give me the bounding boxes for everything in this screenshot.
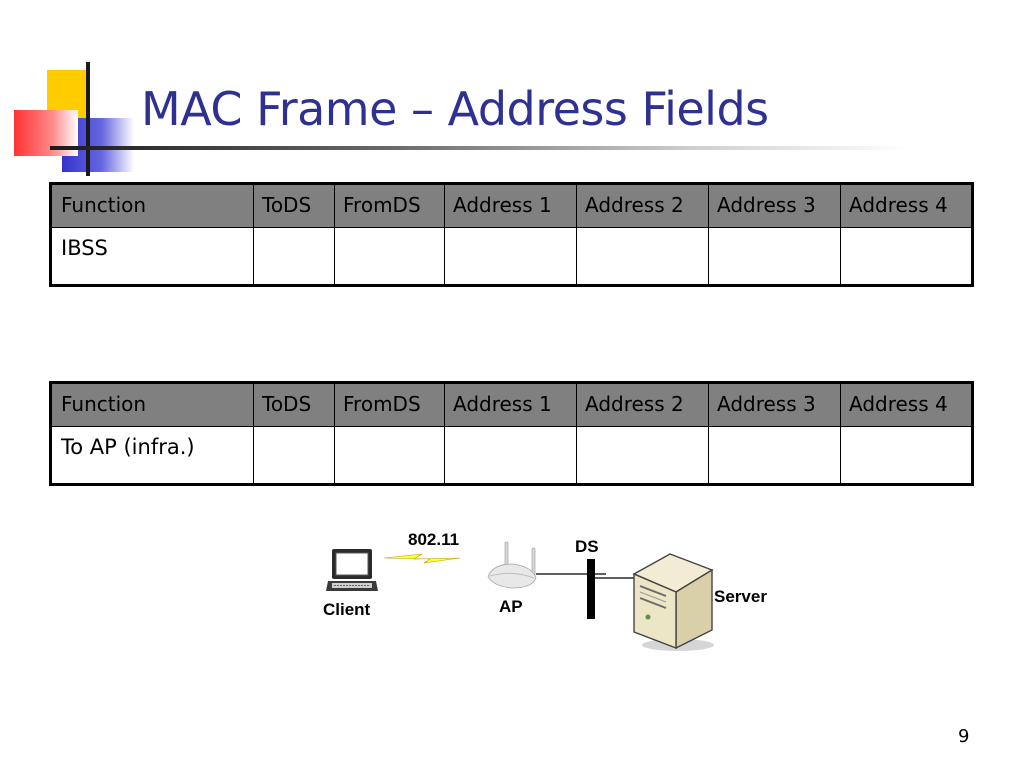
ds-bar [587,559,595,619]
table-row: IBSS [49,227,974,287]
page-number: 9 [958,726,970,747]
cell-address-1 [444,227,577,287]
cell-tods [253,227,335,287]
server-label: Server [714,587,767,606]
title-underline [50,146,910,150]
client-label: Client [323,600,371,619]
header-function: Function [49,182,254,228]
cell-address-3 [708,227,841,287]
ap-label: AP [499,597,523,616]
header-tods: ToDS [253,381,335,427]
cell-address-2 [576,426,709,486]
header-address-3: Address 3 [708,381,841,427]
cell-tods [253,426,335,486]
header-tods: ToDS [253,182,335,228]
link-label: 802.11 [408,530,460,549]
cell-fromds [334,426,445,486]
table-row: To AP (infra.) [49,426,974,486]
logo-vertical-line [86,62,90,176]
slide-title: MAC Frame – Address Fields [141,82,769,136]
cell-fromds [334,227,445,287]
cell-address-4 [840,227,974,287]
cell-function: To AP (infra.) [49,426,254,486]
server-icon [632,553,714,651]
cell-function: IBSS [49,227,254,287]
address-table-ibss: Function ToDS FromDS Address 1 Address 2… [49,182,974,287]
header-fromds: FromDS [334,182,445,228]
header-address-1: Address 1 [444,381,577,427]
header-address-4: Address 4 [840,381,974,427]
cell-address-3 [708,426,841,486]
header-function: Function [49,381,254,427]
ds-server-connection [594,577,636,579]
table-header-row: Function ToDS FromDS Address 1 Address 2… [49,182,974,228]
corner-logo-icon [0,0,160,180]
cell-address-2 [576,227,709,287]
network-diagram: Client 802.11 AP DS [300,515,800,675]
access-point-icon [487,541,537,589]
lightning-icon [384,553,460,564]
header-address-1: Address 1 [444,182,577,228]
cell-address-4 [840,426,974,486]
header-address-2: Address 2 [576,381,709,427]
laptop-icon [326,549,378,591]
header-address-4: Address 4 [840,182,974,228]
table-header-row: Function ToDS FromDS Address 1 Address 2… [49,381,974,427]
header-address-3: Address 3 [708,182,841,228]
address-table-to-ap: Function ToDS FromDS Address 1 Address 2… [49,381,974,486]
cell-address-1 [444,426,577,486]
header-address-2: Address 2 [576,182,709,228]
ds-label: DS [575,537,599,556]
header-fromds: FromDS [334,381,445,427]
logo-red-square [14,110,78,156]
